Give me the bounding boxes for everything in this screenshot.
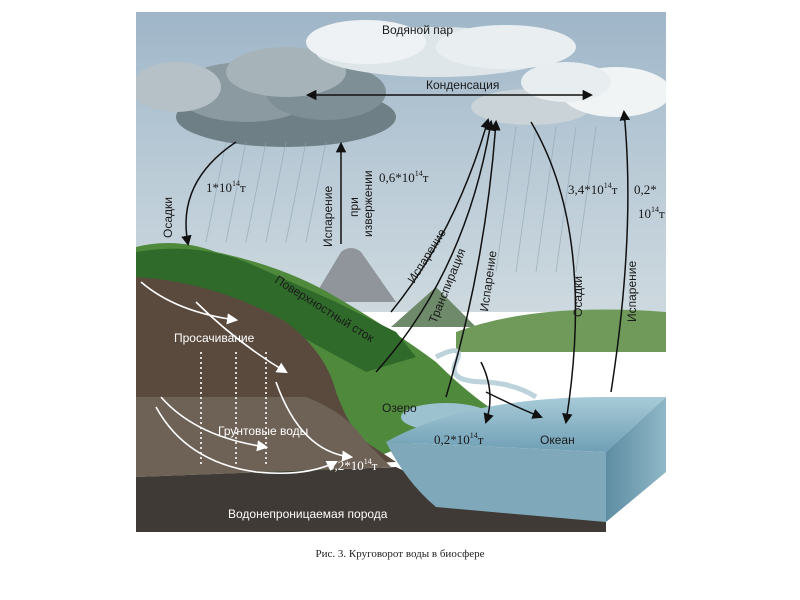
precip-left-value: 1*1014т bbox=[206, 179, 246, 195]
groundwater-label: Грунтовые воды bbox=[218, 424, 308, 438]
water-cycle-diagram: Водяной пар Конденсация Осадки 1*1014т И… bbox=[136, 12, 666, 532]
runoff-arrow bbox=[480, 361, 494, 424]
groundwater-value: 0,2*1014т bbox=[328, 457, 378, 473]
volcano-value: 0,6*1014т bbox=[379, 169, 429, 185]
rain bbox=[205, 126, 597, 273]
mountain bbox=[391, 287, 476, 327]
transpiration-arrow bbox=[375, 119, 495, 373]
precip-left-label: Осадки bbox=[161, 197, 175, 238]
precip-ocean-arrow bbox=[530, 121, 577, 425]
volcano-evap-label-3: извержении bbox=[361, 170, 375, 237]
volcano-evap-label-2: при bbox=[347, 197, 361, 217]
vapor-label: Водяной пар bbox=[382, 23, 453, 37]
river bbox=[434, 348, 538, 400]
groundwater-layer bbox=[136, 397, 391, 477]
ocean-surface bbox=[386, 397, 666, 452]
seepage-label: Просачивание bbox=[174, 331, 255, 345]
impermeable-layer bbox=[136, 467, 606, 532]
ocean-evap-arrow bbox=[610, 109, 631, 393]
lake-label: Озеро bbox=[382, 401, 417, 415]
evap-ocean-value-a: 0,2* bbox=[634, 182, 657, 197]
ocean-front bbox=[386, 442, 606, 522]
cloud-top bbox=[306, 20, 576, 77]
volcano-evap-label-1: Испарение bbox=[321, 186, 335, 247]
seepage-arrows bbox=[140, 281, 354, 475]
evap-ocean-value-b: 1014т bbox=[638, 205, 665, 221]
lake-to-ocean-arrow bbox=[485, 391, 543, 419]
flow-arrows bbox=[181, 89, 631, 425]
land-evap-arrow bbox=[390, 117, 491, 313]
lake-evap-arrow bbox=[445, 119, 501, 398]
volcano bbox=[311, 248, 396, 302]
forest bbox=[136, 248, 416, 372]
precip-left-arrow bbox=[181, 141, 237, 247]
ocean-side bbox=[606, 397, 666, 522]
precip-ocean-value: 3,4*1014т bbox=[568, 181, 618, 197]
condensation-label: Конденсация bbox=[426, 78, 499, 92]
lake-runoff-value: 0,2*1014т bbox=[434, 431, 484, 447]
hills-right bbox=[456, 309, 666, 352]
cloud-left bbox=[136, 47, 396, 147]
precip-right-label: Осадки bbox=[571, 276, 585, 317]
figure-caption: Рис. 3. Круговорот воды в биосфере bbox=[315, 548, 485, 560]
impermeable-label: Водонепроницаемая порода bbox=[228, 507, 388, 521]
ocean-evap-label: Испарение bbox=[625, 261, 639, 322]
ocean-label: Океан bbox=[540, 433, 575, 447]
